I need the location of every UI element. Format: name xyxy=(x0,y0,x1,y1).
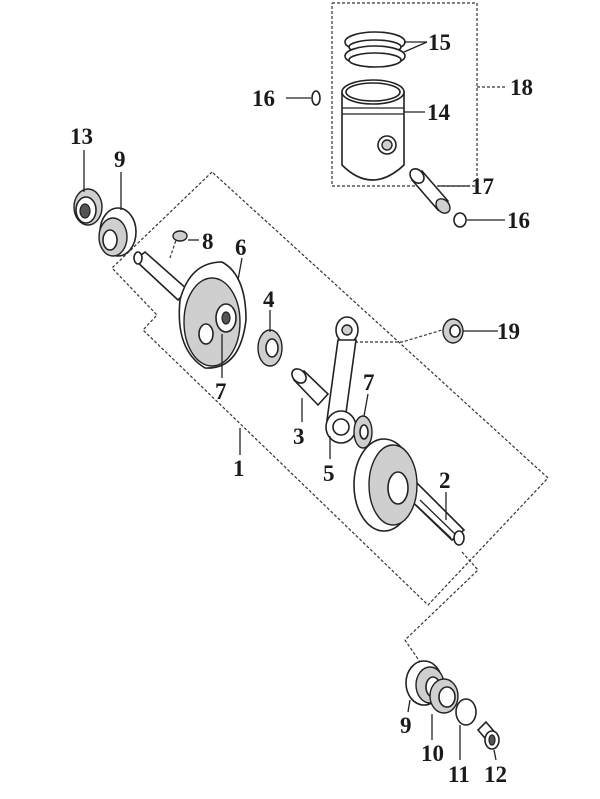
left-crank-half xyxy=(133,250,247,369)
piston-pin xyxy=(409,168,451,214)
label-9-bearing: 9 xyxy=(114,147,126,172)
label-13-oil-seal: 13 xyxy=(70,124,93,149)
label-16-circlip: 16 xyxy=(507,208,530,233)
oil-seal xyxy=(73,188,103,226)
label-7-washer: 7 xyxy=(215,379,227,404)
label-12-collar: 12 xyxy=(484,762,507,787)
spacer xyxy=(429,678,459,714)
leader-lines xyxy=(83,41,505,761)
circlip-11 xyxy=(455,698,477,726)
label-6-left-crank: 6 xyxy=(235,235,247,260)
needle-bearing xyxy=(257,329,283,367)
label-4-needle-bearing: 4 xyxy=(263,287,275,312)
pin-8-line xyxy=(169,239,177,259)
circlip-upper xyxy=(311,90,321,106)
piston xyxy=(341,79,405,181)
label-18-piston-assembly: 18 xyxy=(510,75,533,100)
label-3-crank-pin: 3 xyxy=(293,424,305,449)
crank-pin xyxy=(291,368,330,407)
label-7-washer: 7 xyxy=(363,370,375,395)
right-crank-half xyxy=(353,438,466,546)
circlip-lower xyxy=(453,212,467,228)
label-5-connecting-rod: 5 xyxy=(323,461,335,486)
collar xyxy=(476,720,500,750)
label-10-spacer: 10 xyxy=(421,741,444,766)
thrust-washer xyxy=(353,415,373,449)
label-2-right-crank: 2 xyxy=(439,468,451,493)
label-16-circlip: 16 xyxy=(252,86,275,111)
crank-to-bearing-line xyxy=(404,551,479,663)
piston-rings xyxy=(344,31,406,68)
label-17-piston-pin: 17 xyxy=(471,174,494,199)
bearing-upper xyxy=(98,207,137,257)
connecting-rod xyxy=(325,316,359,444)
label-19-bearing: 19 xyxy=(497,319,520,344)
label-1-crankshaft: 1 xyxy=(233,456,245,481)
woodruff-key xyxy=(172,230,188,242)
conrod-to-bearing-line xyxy=(355,329,443,343)
label-11-circlip: 11 xyxy=(448,762,470,787)
label-9-bearing: 9 xyxy=(400,713,412,738)
label-8-key: 8 xyxy=(202,229,214,254)
label-15-piston-rings: 15 xyxy=(428,30,451,55)
small-end-bearing xyxy=(442,318,464,344)
label-14-piston: 14 xyxy=(427,100,451,125)
